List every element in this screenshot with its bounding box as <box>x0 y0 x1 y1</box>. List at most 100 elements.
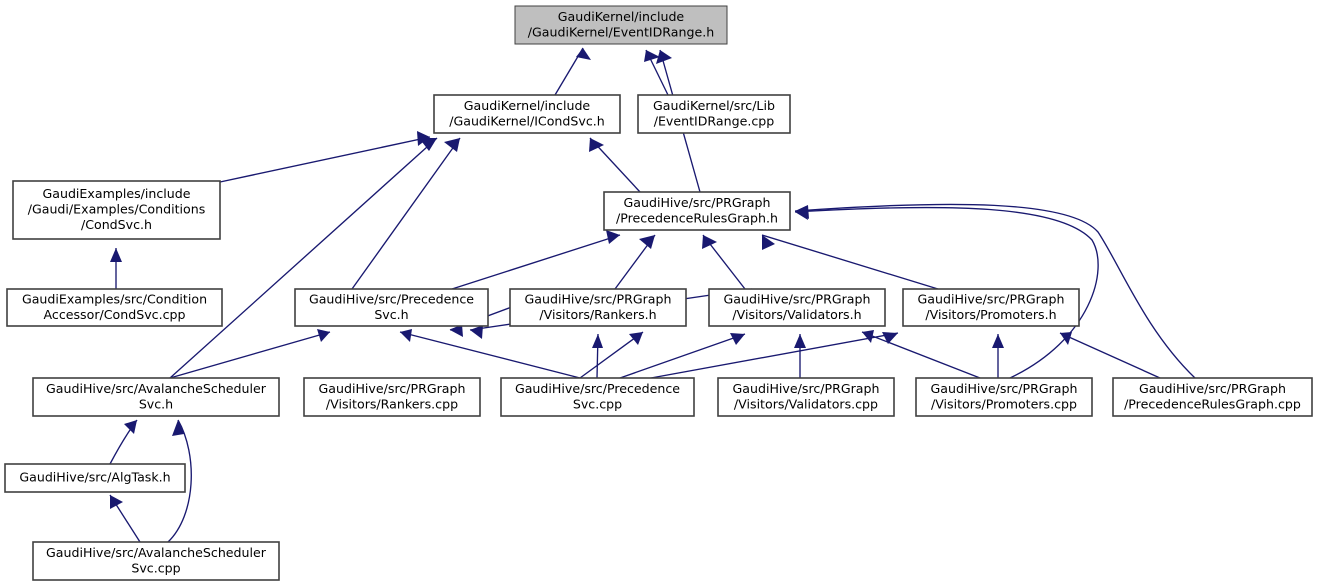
graph-node-rankers_h[interactable]: GaudiHive/src/PRGraph/Visitors/Rankers.h <box>509 288 687 327</box>
graph-node-examples_condsvc_h[interactable]: GaudiExamples/include/Gaudi/Examples/Con… <box>12 180 221 240</box>
edge-line <box>1059 332 1161 379</box>
edge-line <box>794 206 1099 379</box>
edge-validators_cpp-to-validators_h <box>794 334 806 378</box>
arrowhead-icon <box>795 206 808 220</box>
node-box[interactable] <box>708 288 886 327</box>
graph-node-rankers_cpp[interactable]: GaudiHive/src/PRGraph/Visitors/Rankers.c… <box>303 377 481 417</box>
node-box[interactable] <box>500 377 695 417</box>
arrowhead-icon <box>110 495 123 509</box>
edge-avalanchescheduler_cpp-to-avalanchescheduler_h <box>167 419 192 543</box>
graph-node-eventidrange_h[interactable]: GaudiKernel/include/GaudiKernel/EventIDR… <box>514 5 728 45</box>
edge-promoters_cpp-to-precedencerulesgraph_h <box>794 206 1099 379</box>
graph-node-validators_cpp[interactable]: GaudiHive/src/PRGraph/Visitors/Validator… <box>717 377 895 417</box>
arrowhead-icon <box>110 248 122 262</box>
graph-node-promoters_h[interactable]: GaudiHive/src/PRGraph/Visitors/Promoters… <box>902 288 1080 327</box>
nodes-layer: GaudiKernel/include/GaudiKernel/EventIDR… <box>4 5 1313 581</box>
node-box[interactable] <box>514 5 728 45</box>
graph-node-precedencerulesgraph_h[interactable]: GaudiHive/src/PRGraph/PrecedenceRulesGra… <box>603 191 791 231</box>
node-box[interactable] <box>433 94 621 134</box>
edge-avalanchescheduler_h-to-icondsvc_h <box>169 137 438 379</box>
edge-line <box>861 331 981 379</box>
edge-rankers_h-to-precedencerulesgraph_h <box>614 234 656 290</box>
edge-precedencesvc_cpp-to-rankers_h <box>579 331 644 379</box>
graph-node-promoters_cpp[interactable]: GaudiHive/src/PRGraph/Visitors/Promoters… <box>915 377 1093 417</box>
edge-precedencesvc_cpp-to-precedencesvc_h <box>399 329 581 379</box>
node-box[interactable] <box>637 94 791 134</box>
node-box[interactable] <box>1112 377 1313 417</box>
edge-line <box>761 234 939 290</box>
node-box[interactable] <box>509 288 687 327</box>
edge-line <box>167 419 192 543</box>
edge-precedencesvc_h-to-icondsvc_h <box>351 137 461 290</box>
edge-line <box>219 136 431 183</box>
edge-precedencesvc_cpp-to-validators_h <box>619 333 746 379</box>
graph-node-icondsvc_h[interactable]: GaudiKernel/include/GaudiKernel/ICondSvc… <box>433 94 621 134</box>
edge-examples_condsvc_h-to-icondsvc_h <box>219 131 431 183</box>
edge-precedencerulesgraph_h-to-icondsvc_h <box>589 137 641 193</box>
arrowhead-icon <box>644 50 660 62</box>
arrowhead-icon <box>882 332 898 344</box>
node-box[interactable] <box>32 541 280 581</box>
edge-line <box>579 331 644 379</box>
arrowhead-icon <box>730 333 745 345</box>
graph-node-validators_h[interactable]: GaudiHive/src/PRGraph/Visitors/Validator… <box>708 288 886 327</box>
arrowhead-icon <box>576 48 591 60</box>
edge-line <box>639 332 899 381</box>
arrowhead-icon <box>862 330 874 343</box>
edge-line <box>351 137 461 290</box>
edge-validators_h-to-precedencerulesgraph_h <box>702 234 746 290</box>
arrowhead-icon <box>639 235 655 249</box>
edge-line <box>169 331 331 379</box>
edge-line <box>169 137 438 379</box>
node-box[interactable] <box>12 180 221 240</box>
arrowhead-icon <box>656 50 672 64</box>
node-box[interactable] <box>303 377 481 417</box>
node-box[interactable] <box>915 377 1093 417</box>
arrowhead-icon <box>992 334 1004 348</box>
node-box[interactable] <box>902 288 1080 327</box>
edge-rankers_cpp-to-rankers_h <box>592 333 603 379</box>
edge-algtask_h-to-avalanchescheduler_h <box>109 419 138 465</box>
arrowhead-icon <box>1060 332 1072 345</box>
node-box[interactable] <box>294 288 489 327</box>
node-box[interactable] <box>717 377 895 417</box>
arrowhead-icon <box>592 334 603 348</box>
edge-icondsvc_h-to-eventidrange_h <box>554 47 591 96</box>
node-box[interactable] <box>603 191 791 231</box>
edge-examples_condsvc_cpp-to-examples_condsvc_h <box>110 248 122 289</box>
edge-promoters_h-to-precedencerulesgraph_h <box>761 234 939 290</box>
graph-node-examples_condsvc_cpp[interactable]: GaudiExamples/src/ConditionAccessor/Cond… <box>6 288 223 327</box>
edge-precedencesvc_h-to-precedencerulesgraph_h <box>451 230 621 290</box>
arrowhead-icon <box>589 138 604 152</box>
arrowhead-icon <box>124 420 137 434</box>
node-box[interactable] <box>4 463 186 493</box>
graph-node-algtask_h[interactable]: GaudiHive/src/AlgTask.h <box>4 463 186 493</box>
edge-promoters_cpp-to-validators_h <box>861 330 981 379</box>
edge-line <box>619 333 746 379</box>
arrowhead-icon <box>450 324 463 337</box>
arrowhead-icon <box>794 334 806 348</box>
arrowhead-icon <box>172 420 184 436</box>
edge-precedencesvc_cpp-to-promoters_h <box>639 332 899 381</box>
arrowhead-icon <box>629 332 643 345</box>
edge-eventidrange_cpp-to-eventidrange_h <box>644 49 669 96</box>
arrowhead-icon <box>470 325 483 339</box>
arrowhead-icon <box>444 138 460 152</box>
edge-line <box>399 331 581 379</box>
arrowhead-icon <box>317 329 330 342</box>
graph-node-precedencerulesgraph_cpp[interactable]: GaudiHive/src/PRGraph/PrecedenceRulesGra… <box>1112 377 1313 417</box>
graph-node-eventidrange_cpp[interactable]: GaudiKernel/src/Lib/EventIDRange.cpp <box>637 94 791 134</box>
node-box[interactable] <box>6 288 223 327</box>
arrowhead-icon <box>606 230 620 244</box>
arrowhead-icon <box>400 329 412 342</box>
edge-precedencerulesgraph_cpp-to-promoters_h <box>1059 332 1161 379</box>
edge-line <box>794 203 1196 379</box>
edge-line <box>451 234 621 290</box>
node-box[interactable] <box>32 377 280 417</box>
